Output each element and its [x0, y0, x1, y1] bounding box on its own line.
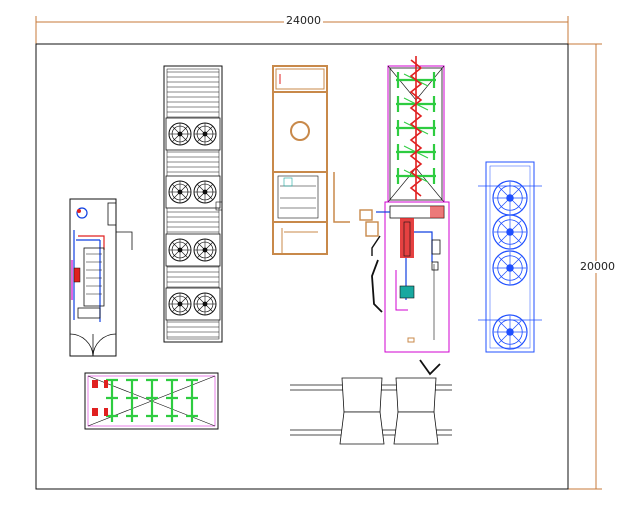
width-dimension-label: 24000: [284, 14, 323, 27]
air-cooler-unit: [478, 161, 542, 353]
fan-icon: [168, 180, 192, 204]
door-icon: [69, 333, 117, 357]
plate-freezer-rack: [84, 372, 219, 430]
evaporative-condenser-container: [163, 65, 223, 343]
fan-icon: [168, 122, 192, 146]
height-dimension-label: 20000: [578, 260, 617, 273]
fan-icon: [193, 292, 217, 316]
fan-icon: [168, 238, 192, 262]
fan-icon: [193, 180, 217, 204]
fan-icon: [492, 214, 528, 250]
spiral-icon: [409, 56, 423, 200]
control-room: [69, 198, 133, 357]
spiral-freezer-tower: [359, 56, 450, 376]
round-window-icon: [290, 121, 310, 141]
fan-icon: [193, 122, 217, 146]
fan-icon: [193, 238, 217, 262]
cold-storage-room: [272, 65, 350, 255]
trolley-icon: [339, 377, 439, 445]
fan-icon: [168, 292, 192, 316]
fan-icon: [492, 180, 528, 216]
site-boundary: [35, 43, 569, 490]
trolley-pair: [290, 377, 452, 445]
rack-icon: [106, 378, 198, 422]
fan-icon: [492, 314, 528, 350]
cold-room-equipment: [277, 175, 319, 219]
fan-icon: [492, 250, 528, 286]
